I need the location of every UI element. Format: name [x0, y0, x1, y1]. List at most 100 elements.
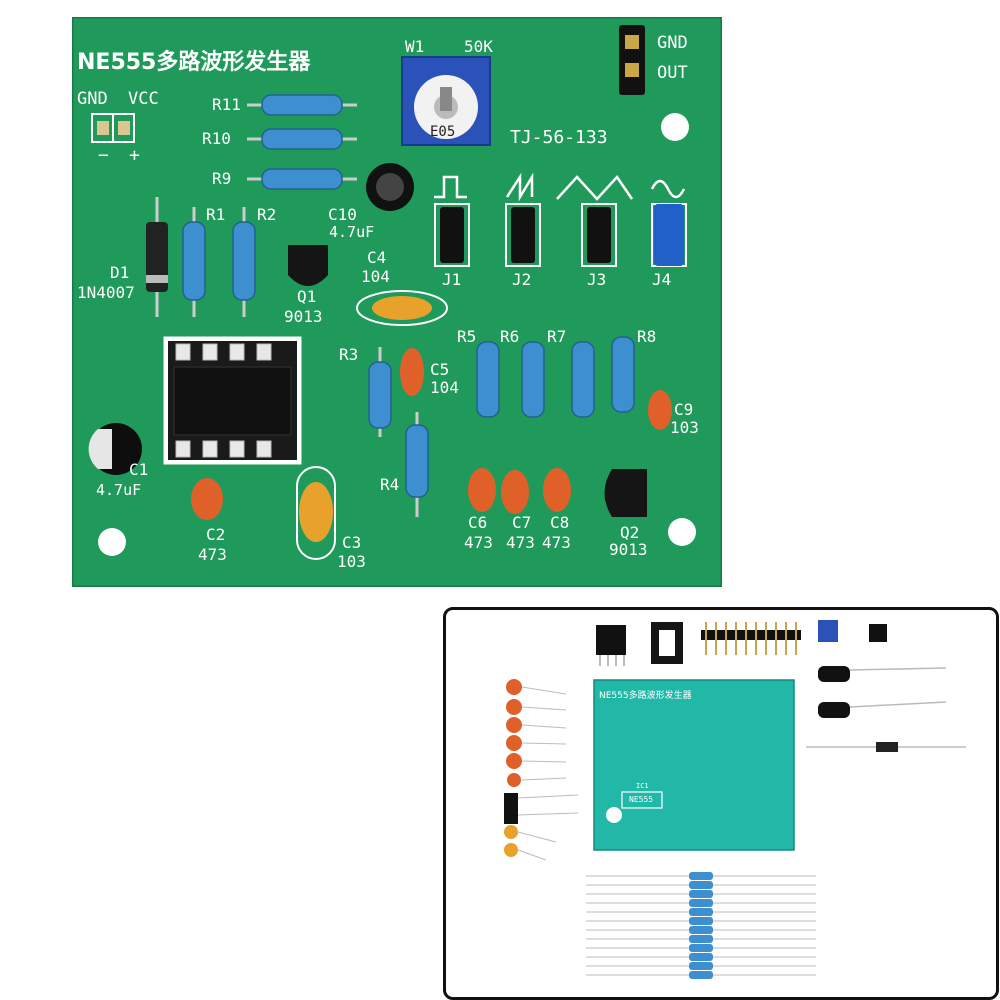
- r6-label: R6: [500, 327, 520, 346]
- r1-label: R1: [206, 205, 226, 224]
- j3-label: J3: [587, 270, 607, 289]
- mount-hole-tr: [661, 113, 689, 141]
- c7-value-label: 473: [506, 533, 535, 552]
- model-label: TJ-56-133: [510, 127, 608, 148]
- capacitor-c4: [372, 296, 432, 320]
- jumper-j1: [440, 207, 464, 263]
- kit-pcb-ic-ref: IC1: [636, 782, 649, 790]
- c8-ref-label: C8: [550, 513, 570, 532]
- kit-bare-pcb: [593, 679, 795, 851]
- mount-hole-br: [668, 518, 696, 546]
- jumper-j4-cap: [654, 204, 684, 266]
- c1-value-label: 4.7uF: [96, 481, 142, 499]
- c2-ref-label: C2: [206, 525, 226, 544]
- header-out-label: OUT: [657, 63, 688, 83]
- kit-electrolytic-1: [818, 666, 850, 682]
- kit-pin-header: [701, 630, 801, 640]
- header-gnd-label: GND: [657, 33, 688, 53]
- r9-label: R9: [212, 169, 232, 188]
- r7-label: R7: [547, 327, 567, 346]
- kit-pcb-title: NE555多路波形发生器: [599, 691, 692, 701]
- j2-label: J2: [512, 270, 532, 289]
- resistor-r9: [247, 168, 357, 190]
- kit-transistor-1: [504, 793, 518, 809]
- kit-ne555-chip: [596, 625, 626, 655]
- kit-parts-graphic: [504, 620, 966, 979]
- c4-ref-label: C4: [367, 248, 387, 267]
- c6-ref-label: C6: [468, 513, 488, 532]
- q2-part-label: 9013: [609, 540, 648, 559]
- power-gnd-label: GND: [77, 89, 108, 109]
- power-minus-label: −: [98, 145, 109, 166]
- r10-label: R10: [202, 129, 231, 148]
- kit-cap-yellow-1: [504, 825, 518, 839]
- r8-label: R8: [637, 327, 657, 346]
- c5-value-label: 104: [430, 378, 459, 397]
- c10-ref-label: C10: [328, 205, 357, 224]
- resistor-r5: [476, 341, 500, 418]
- j4-label: J4: [652, 270, 672, 289]
- c1-ref-label: C1: [129, 460, 149, 479]
- resistor-r4: [405, 412, 429, 517]
- c8-value-label: 473: [542, 533, 571, 552]
- c2-value-label: 473: [198, 545, 227, 564]
- resistor-r3: [368, 347, 392, 437]
- r4-label: R4: [380, 475, 400, 494]
- transistor-q1: [288, 245, 328, 286]
- power-plus-label: +: [129, 145, 140, 166]
- kit-ceramic-caps: [506, 679, 567, 787]
- capacitor-c3: [299, 482, 333, 542]
- capacitor-c7: [501, 470, 529, 514]
- kit-cap-yellow-2: [504, 843, 518, 857]
- resistor-r8: [611, 336, 635, 413]
- assembled-pcb-photo: NE555多路波形发生器 W1 50K E05 GND OUT GND VCC …: [70, 15, 724, 589]
- kit-electrolytic-2: [818, 702, 850, 718]
- j1-label: J1: [442, 270, 462, 289]
- transistor-q2: [604, 469, 647, 517]
- capacitor-c6: [468, 468, 496, 512]
- pot-marking: E05: [430, 124, 456, 140]
- diode-d1: [146, 197, 168, 317]
- c9-value-label: 103: [670, 418, 699, 437]
- d1-part-label: 1N4007: [77, 283, 135, 302]
- c5-ref-label: C5: [430, 360, 450, 379]
- r2-label: R2: [257, 205, 277, 224]
- kit-pcb-ic-label: NE555: [629, 795, 654, 804]
- resistor-r10: [247, 128, 357, 150]
- resistor-r7: [571, 341, 595, 418]
- r11-label: R11: [212, 95, 241, 114]
- power-vcc-label: VCC: [128, 89, 159, 109]
- board-title: NE555多路波形发生器: [77, 50, 311, 75]
- c7-ref-label: C7: [512, 513, 532, 532]
- capacitor-c9: [648, 390, 672, 430]
- c3-value-label: 103: [337, 552, 366, 571]
- q1-ref-label: Q1: [297, 287, 317, 306]
- q2-ref-label: Q2: [620, 523, 640, 542]
- mount-hole-bl: [98, 528, 126, 556]
- d1-ref-label: D1: [110, 263, 130, 282]
- kit-potentiometer: [818, 620, 838, 642]
- pcb-board-graphic: [70, 15, 724, 589]
- capacitor-c2: [191, 478, 223, 520]
- r5-label: R5: [457, 327, 477, 346]
- resistor-r2: [232, 207, 256, 317]
- pot-ref-label: W1: [405, 37, 425, 56]
- c3-ref-label: C3: [342, 533, 362, 552]
- c10-value-label: 4.7uF: [329, 223, 375, 241]
- capacitor-c5: [400, 348, 424, 396]
- r3-label: R3: [339, 345, 359, 364]
- kit-diode: [876, 742, 898, 752]
- pot-value-label: 50K: [464, 37, 493, 56]
- kit-transistor-2: [504, 808, 518, 824]
- resistor-r1: [182, 207, 206, 317]
- kit-contents-inset: NE555多路波形发生器 IC1 NE555: [443, 607, 999, 1000]
- resistor-r11: [247, 94, 357, 116]
- jumper-j2: [511, 207, 535, 263]
- c9-ref-label: C9: [674, 400, 694, 419]
- resistor-r6: [521, 341, 545, 418]
- c6-value-label: 473: [464, 533, 493, 552]
- kit-jumper-cap: [869, 624, 887, 642]
- c4-value-label: 104: [361, 267, 390, 286]
- q1-part-label: 9013: [284, 307, 323, 326]
- capacitor-c8: [543, 468, 571, 512]
